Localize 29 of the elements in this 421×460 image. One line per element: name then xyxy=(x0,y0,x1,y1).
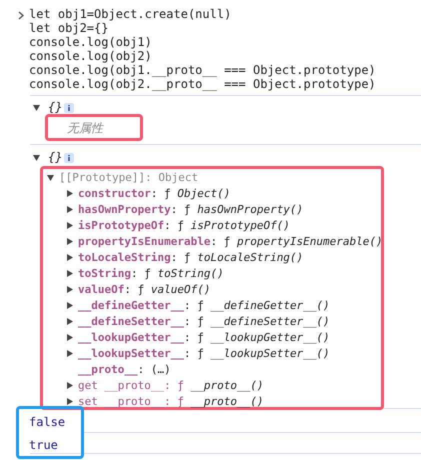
code-line: let obj1=Object.create(null) xyxy=(29,7,232,22)
property-row: constructor: ƒ Object() xyxy=(78,186,230,202)
highlight-box xyxy=(16,406,84,459)
property-row: isPrototypeOf: ƒ isPrototypeOf() xyxy=(78,218,290,234)
property-row: __lookupGetter__: ƒ __lookupGetter__() xyxy=(78,330,330,346)
property-row: __lookupSetter__: ƒ __lookupSetter__() xyxy=(78,346,330,362)
result-value: false xyxy=(29,414,66,430)
empty-object-note: 无属性 xyxy=(67,120,103,136)
code-line: console.log(obj1.__proto__ === Object.prototype) xyxy=(29,63,376,78)
prototype-header: [[Prototype]]: Object xyxy=(59,170,198,186)
highlight-box xyxy=(40,166,384,410)
code-line: console.log(obj1) xyxy=(29,35,152,50)
property-row: toLocaleString: ƒ toLocaleString() xyxy=(78,250,304,266)
code-line: console.log(obj2) xyxy=(29,49,152,64)
code-line: let obj2={} xyxy=(29,21,108,36)
property-row: get __proto__: ƒ __proto__() xyxy=(78,378,264,394)
object-preview: {} xyxy=(48,150,62,165)
highlight-box xyxy=(45,114,143,141)
code-line: console.log(obj2.__proto__ === Object.prototype) xyxy=(29,77,376,92)
property-row: valueOf: ƒ valueOf() xyxy=(78,282,210,298)
property-row: __defineSetter__: ƒ __defineSetter__() xyxy=(78,314,330,330)
property-row: __proto__: (…) xyxy=(78,362,171,378)
property-row: set __proto__: ƒ __proto__() xyxy=(78,394,264,410)
property-row: __defineGetter__: ƒ __defineGetter__() xyxy=(78,298,330,314)
property-row: hasOwnProperty: ƒ hasOwnProperty() xyxy=(78,202,304,218)
result-value: true xyxy=(29,437,58,453)
property-row: propertyIsEnumerable: ƒ propertyIsEnumerable() xyxy=(78,234,383,250)
property-row: toString: ƒ toString() xyxy=(78,266,224,282)
object-preview: {} xyxy=(48,100,62,115)
